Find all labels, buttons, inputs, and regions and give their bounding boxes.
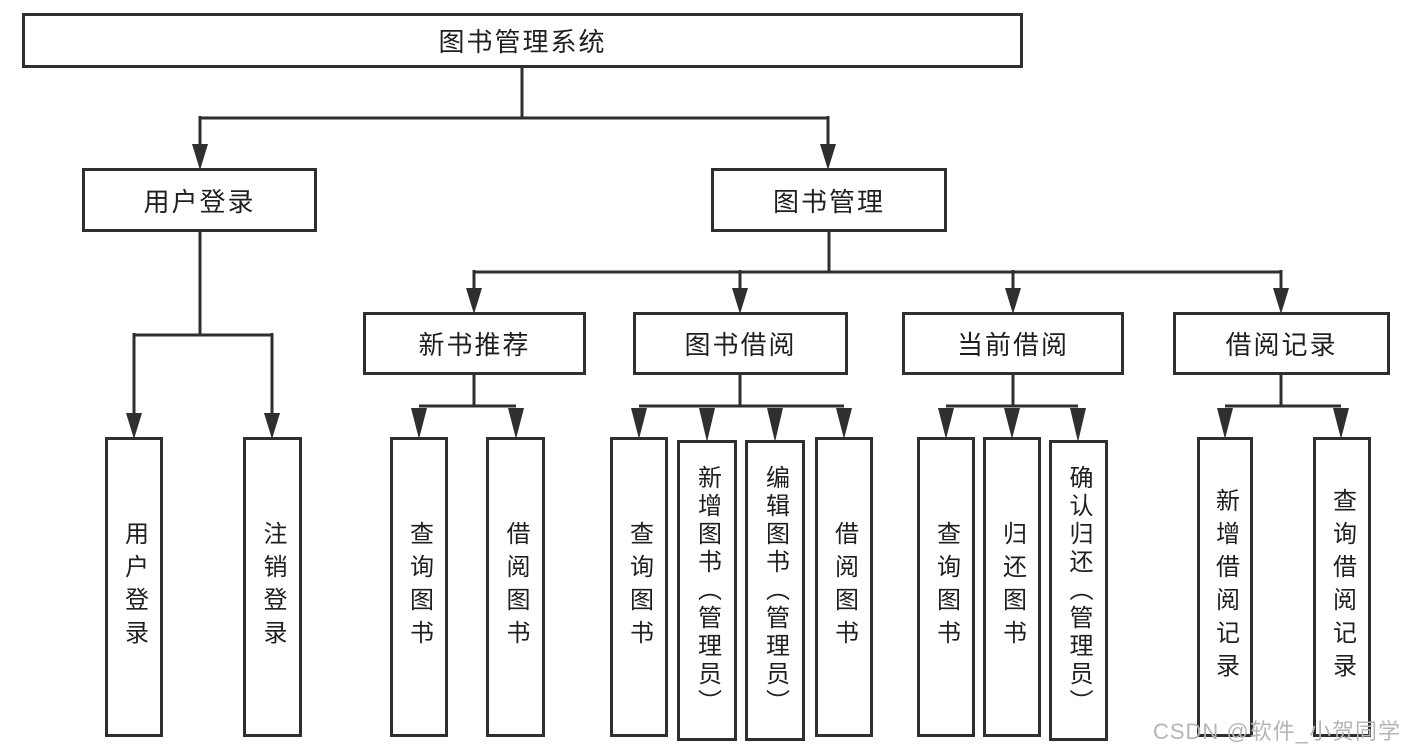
node-query-borrow-record: 查询借阅记录 (1313, 437, 1371, 737)
node-add-borrow-record: 新增借阅记录 (1197, 437, 1253, 737)
node-current-query-books: 查询图书 (917, 437, 975, 737)
node-root-library-management-system: 图书管理系统 (22, 13, 1023, 68)
node-new-book-recommend: 新书推荐 (363, 312, 586, 375)
node-leaf-logout: 注销登录 (243, 437, 302, 737)
node-confirm-return-admin: 确认归还（管理员） (1049, 440, 1108, 741)
node-edit-books-admin: 编辑图书（管理员） (745, 440, 805, 741)
node-recommend-borrow-books: 借阅图书 (486, 437, 545, 737)
node-recommend-query-books: 查询图书 (390, 437, 448, 737)
node-book-management: 图书管理 (711, 168, 947, 232)
node-user-login-group: 用户登录 (82, 168, 317, 232)
node-add-books-admin: 新增图书（管理员） (677, 440, 737, 741)
node-leaf-user-login: 用户登录 (105, 437, 163, 737)
node-borrow-books: 借阅图书 (815, 437, 873, 737)
node-borrow-query-books: 查询图书 (610, 437, 668, 737)
node-book-borrow: 图书借阅 (633, 312, 848, 375)
node-borrow-records: 借阅记录 (1173, 312, 1390, 375)
node-return-books: 归还图书 (983, 437, 1041, 737)
csdn-watermark: CSDN @软件_小贺同学 (1152, 719, 1401, 744)
node-current-borrow: 当前借阅 (902, 312, 1124, 375)
